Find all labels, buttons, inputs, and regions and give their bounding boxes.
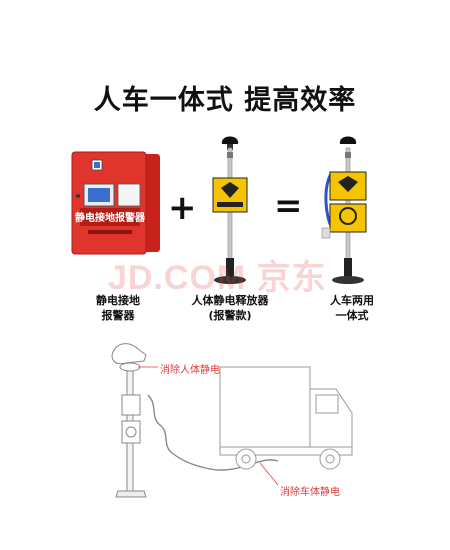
callout-vehicle-static: 消除车体静电 xyxy=(280,487,340,498)
caption-line: 报警器 xyxy=(101,309,135,322)
box-label: 静电接地报警器 xyxy=(75,211,146,224)
caption-static-discharger: 人体静电释放器 (报警款) xyxy=(180,293,280,323)
caption-grounding-alarm: 静电接地 报警器 xyxy=(78,293,158,323)
headline: 人车一体式 提高效率 xyxy=(93,85,357,116)
caption-line: 一体式 xyxy=(335,309,369,322)
caption-line: 静电接地 xyxy=(96,294,140,307)
combined-unit-image xyxy=(321,136,367,284)
plus-sign: + xyxy=(168,188,197,228)
grounding-alarm-box-image: 静电接地报警器 xyxy=(71,151,160,255)
jd-watermark: JD.COM 京东 xyxy=(108,259,327,297)
caption-line: (报警款) xyxy=(208,309,252,322)
caption-combined-unit: 人车两用 一体式 xyxy=(312,293,392,323)
caption-line: 人体静电释放器 xyxy=(191,294,269,307)
equals-sign: = xyxy=(274,186,303,226)
caption-line: 人车两用 xyxy=(330,294,374,307)
static-discharger-post-image xyxy=(212,136,248,284)
callout-human-static: 消除人体静电 xyxy=(160,365,220,376)
usage-scene-illustration xyxy=(111,343,353,498)
